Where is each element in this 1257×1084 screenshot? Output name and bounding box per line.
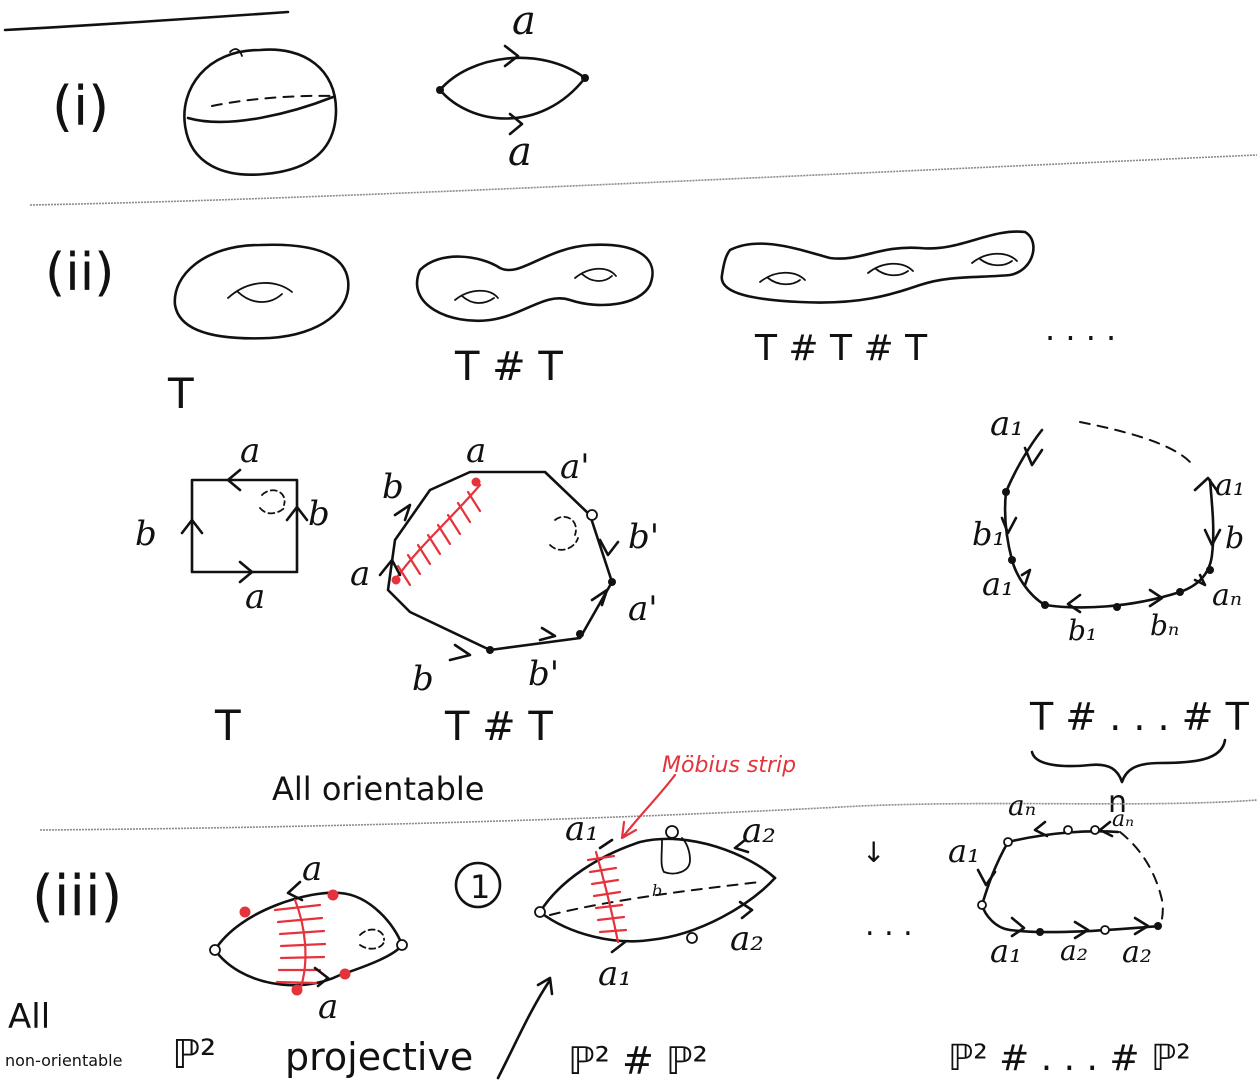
section-ii-label: (ii) <box>45 243 114 303</box>
continuation-dots: . . . . <box>1045 310 1116 348</box>
top-rule-line <box>3 10 290 32</box>
n-torus-brace <box>1030 738 1227 784</box>
sphere-drawing <box>183 48 338 176</box>
section-iii-label: (iii) <box>32 864 122 929</box>
oct-label-b-prime-bottom: b' <box>528 654 559 694</box>
proj-label-a-bottom: a <box>318 987 338 1027</box>
rp2-sum-name: ℙ² # ℙ² <box>568 1039 708 1083</box>
n-rp2-polygon: aₙ aₙ a₁ a₁ a₂ a₂ <box>948 789 1164 970</box>
rp2-n-sum-name: ℙ² # . . . # ℙ² <box>948 1038 1191 1079</box>
oct-label-b-prime-right: b' <box>628 517 659 557</box>
square-label-right: b <box>308 494 330 534</box>
projective-note: projective <box>285 1035 473 1079</box>
rp2-sum-polygon: a₁ a₂ a₁ a₂ b <box>534 809 777 994</box>
oct-label-a-top: a <box>466 431 486 471</box>
torus-poly-name: T <box>214 701 241 750</box>
n-torus-polygon: a₁ b₁ a₁ b₁ bₙ aₙ a₁ b <box>972 404 1245 647</box>
torus-drawing <box>173 243 350 340</box>
nrp2-label-a1-bottom: a₁ <box>990 932 1022 970</box>
ngon-label-a1-top: a₁ <box>990 404 1024 444</box>
projective-plane-polygon: a a <box>209 849 408 1027</box>
n-torus-name: T # . . . # T <box>1029 695 1250 739</box>
section-i: (i) a a <box>3 0 589 176</box>
double-torus-drawing <box>415 243 654 323</box>
rp2sum-label-a1-bottom: a₁ <box>598 954 632 994</box>
torus-name: T <box>167 369 194 418</box>
square-label-left: b <box>135 514 157 554</box>
ngon-label-bn-bottom: bₙ <box>1150 609 1179 642</box>
square-label-top: a <box>240 431 260 471</box>
nrp2-label-a2-bottom-1: a₂ <box>1060 934 1088 967</box>
down-arrow-mark: ↓ <box>862 836 885 869</box>
section-ii: (ii) T T # T T # T # T . . . . <box>45 230 1250 820</box>
edge-label-bottom: a <box>508 129 532 175</box>
rp2sum-b-dot: b <box>652 881 662 900</box>
ngon-label-a1-right: a₁ <box>1215 468 1245 503</box>
edge-label-top: a <box>512 0 536 44</box>
divider-1 <box>29 154 1257 206</box>
oct-label-b-bottom: b <box>412 659 434 699</box>
oct-label-a-prime-right: a' <box>628 589 658 629</box>
sphere-polygon: a a <box>436 0 589 175</box>
triple-torus-drawing <box>720 230 1035 304</box>
middle-ellipsis: . . . <box>865 908 913 943</box>
oct-label-b-left: b <box>382 467 404 507</box>
ngon-label-b1-left: b₁ <box>972 515 1005 553</box>
double-torus-poly-name: T # T <box>444 704 553 750</box>
section-i-label: (i) <box>52 75 109 138</box>
n-marker: n <box>1108 785 1127 820</box>
non-orientable-note: non-orientable <box>5 1051 122 1070</box>
pointer-arrow <box>496 976 554 1080</box>
rp2sum-label-a2-top: a₂ <box>742 811 776 851</box>
circled-one-digit: 1 <box>470 868 490 906</box>
torus-square-polygon: a a b b <box>135 431 330 617</box>
ngon-label-b1-bottom: b₁ <box>1068 614 1097 647</box>
divider-2 <box>39 799 1257 831</box>
circled-one-ring <box>454 861 502 909</box>
rp2sum-label-a2-bottom: a₂ <box>730 919 764 959</box>
section-iii: (iii) a a All non-orientable ℙ² <box>5 753 1191 1083</box>
oct-label-a-prime-top: a' <box>560 447 590 487</box>
ngon-label-a1-left: a₁ <box>982 565 1014 603</box>
double-torus-octagon: a a' b a b' a' b b' <box>350 431 659 699</box>
red-hatching <box>396 490 482 587</box>
nrp2-label-a2-bottom-2: a₂ <box>1122 935 1152 970</box>
nrp2-label-an-top: aₙ <box>1008 789 1036 822</box>
proj-label-a-top: a <box>302 849 322 889</box>
ngon-label-b-right: b <box>1225 521 1244 556</box>
mobius-strip-note: Möbius strip <box>662 753 796 778</box>
ngon-label-an-right: aₙ <box>1212 578 1242 613</box>
all-orientable-note: All orientable <box>272 770 484 808</box>
oct-label-a-left: a <box>350 554 370 594</box>
double-torus-name: T # T <box>454 344 563 390</box>
square-label-bottom: a <box>245 577 265 617</box>
nrp2-label-a1-left: a₁ <box>948 832 980 870</box>
mobius-arrow <box>620 773 677 840</box>
rp2sum-label-a1-top: a₁ <box>565 809 599 849</box>
rp2-name: ℙ² <box>172 1032 216 1078</box>
all-note: All <box>8 997 50 1037</box>
triple-torus-name: T # T # T <box>754 328 928 369</box>
nrp2-label-an-top-2: aₙ <box>1112 807 1134 832</box>
